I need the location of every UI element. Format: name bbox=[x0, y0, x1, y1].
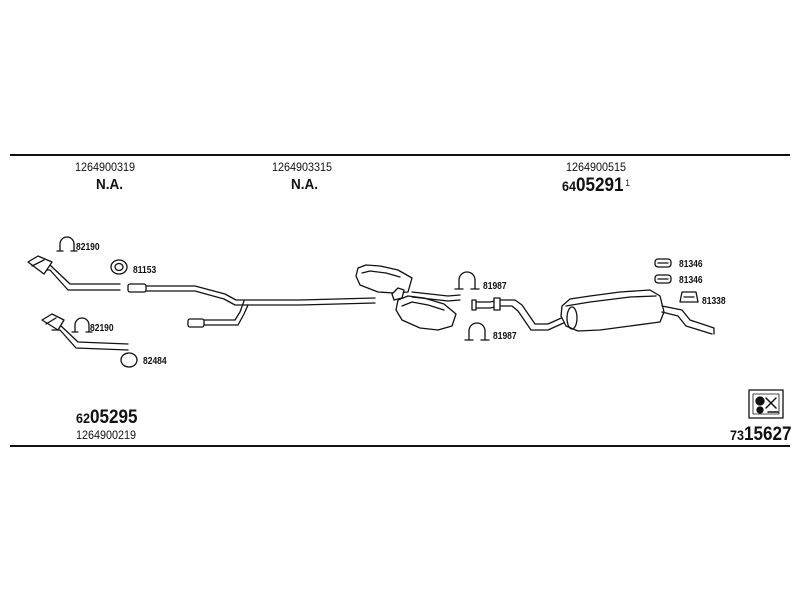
front-pipe-lower bbox=[41, 313, 129, 351]
part-label: 81338 bbox=[702, 296, 726, 307]
ring-gasket-icon bbox=[110, 259, 128, 275]
part-label: 81987 bbox=[483, 281, 507, 292]
rubber-mount-icon bbox=[679, 291, 699, 303]
intermediate-pipe-rear bbox=[471, 297, 569, 331]
part-label: 81346 bbox=[679, 259, 703, 270]
header-status-1: N.A. bbox=[96, 176, 123, 193]
footer-left-part-number: 1264900219 bbox=[76, 428, 137, 442]
footer-right-catalog-code: 7315627 bbox=[730, 424, 792, 446]
intermediate-pipe-front bbox=[127, 283, 376, 328]
middle-muffler bbox=[355, 264, 461, 331]
part-label: 82190 bbox=[76, 242, 100, 253]
part-label: 81987 bbox=[493, 331, 517, 342]
rubber-mount-icon bbox=[654, 258, 672, 268]
header-status-2: N.A. bbox=[291, 176, 318, 193]
top-rule bbox=[10, 154, 790, 156]
ring-gasket-icon bbox=[120, 352, 138, 368]
clamp-icon bbox=[71, 317, 93, 333]
footer-left-code-prefix: 62 bbox=[76, 410, 91, 426]
clamp-icon bbox=[454, 271, 480, 290]
header-part-number-2: 1264903315 bbox=[272, 160, 333, 174]
bottom-rule bbox=[10, 445, 790, 447]
front-pipe-upper bbox=[27, 255, 121, 291]
gearbox-icon bbox=[748, 389, 784, 419]
clamp-icon bbox=[56, 236, 78, 252]
header-code-superscript: 1 bbox=[625, 178, 630, 188]
footer-right-code-main: 15627 bbox=[744, 424, 792, 445]
header-part-number-1: 1264900319 bbox=[75, 160, 136, 174]
header-code-main: 05291 bbox=[576, 175, 624, 196]
part-label: 81153 bbox=[133, 265, 157, 276]
rubber-mount-icon bbox=[654, 274, 672, 284]
clamp-icon bbox=[464, 322, 490, 341]
part-label: 82190 bbox=[90, 323, 114, 334]
footer-right-code-prefix: 73 bbox=[730, 427, 745, 443]
header-code-prefix: 64 bbox=[562, 178, 577, 194]
footer-left-catalog-code: 6205295 bbox=[76, 407, 138, 429]
footer-left-code-main: 05295 bbox=[90, 407, 138, 428]
part-label: 82484 bbox=[143, 356, 167, 367]
part-label: 81346 bbox=[679, 275, 703, 286]
header-part-number-3: 1264900515 bbox=[566, 160, 627, 174]
rear-muffler bbox=[560, 289, 715, 335]
